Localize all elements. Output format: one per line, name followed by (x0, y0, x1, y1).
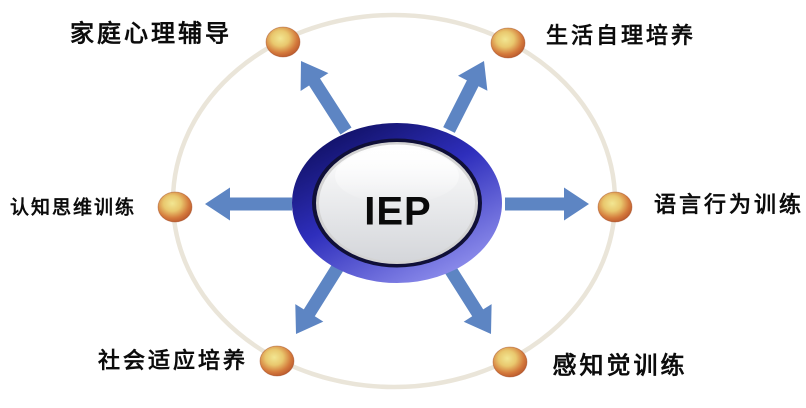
node-label-cognitive-thinking-training: 认知思维训练 (9, 196, 137, 219)
node-sphere-sensory-perception-training (492, 346, 528, 378)
node-sphere-family-psych-counseling (265, 26, 301, 58)
node-sphere-cognitive-thinking-training (157, 191, 193, 223)
arrow-down-right-icon (444, 265, 492, 334)
arrow-down-left-icon (295, 263, 344, 334)
node-label-language-behavior-training: 语言行为训练 (653, 192, 805, 218)
arrow-up-right-icon (443, 61, 488, 133)
node-sphere-social-adaptation-training (259, 345, 295, 377)
node-label-social-adaptation-training: 社会适应培养 (97, 348, 249, 374)
hub-gloss-highlight (335, 148, 459, 204)
arrow-group (205, 61, 589, 334)
node-label-family-psych-counseling: 家庭心理辅导 (70, 18, 232, 48)
node-label-sensory-perception-training: 感知觉训练 (552, 350, 688, 380)
arrow-right-icon (505, 187, 589, 221)
node-sphere-group (157, 26, 633, 378)
node-sphere-daily-living-self-care (490, 27, 526, 59)
hub (292, 123, 502, 283)
node-sphere-language-behavior-training (597, 191, 633, 223)
hub-label: IEP (364, 189, 432, 234)
arrow-left-icon (205, 187, 292, 221)
node-label-daily-living-self-care: 生活自理培养 (545, 23, 697, 49)
arrow-up-left-icon (300, 61, 352, 135)
